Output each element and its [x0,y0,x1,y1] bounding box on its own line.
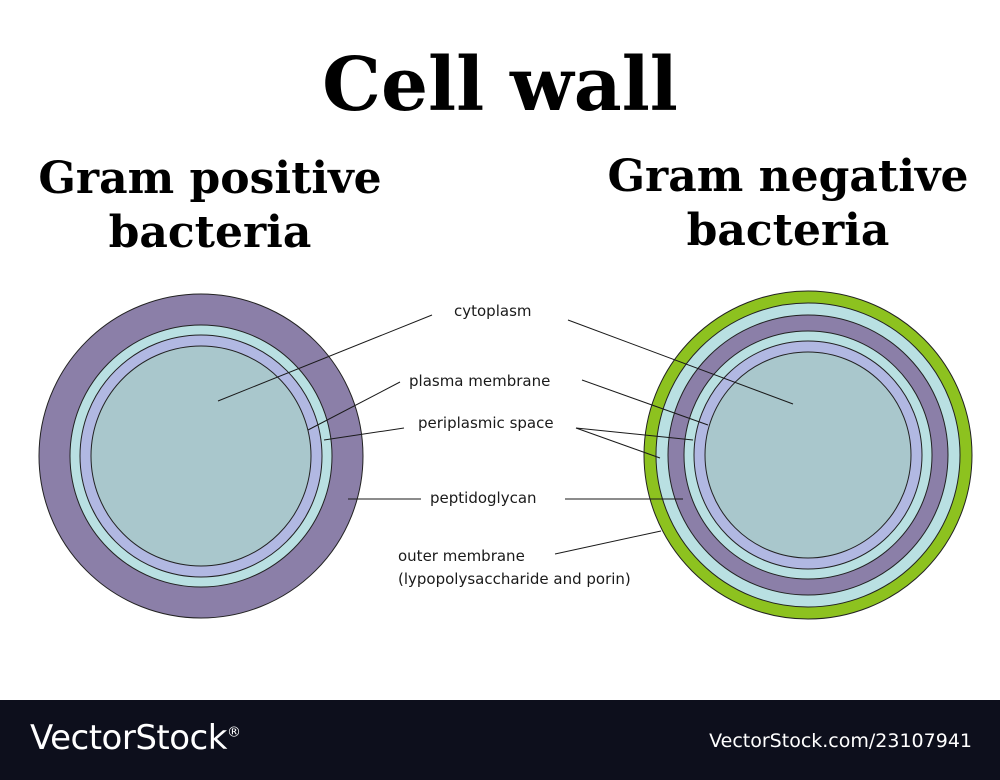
label-outer-membrane: outer membrane [398,547,525,565]
brand-name: VectorStock [30,718,227,758]
image-id: VectorStock.com/23107941 [709,730,972,752]
cytoplasm-leader-right [567,319,794,405]
diagram-title: Cell wall [322,42,678,128]
label-periplasmic-space: periplasmic space [418,414,554,432]
periplasmic-leader-right-2 [575,427,661,459]
plasma-membrane-leader-right [581,379,709,426]
gn-cytoplasm [704,351,912,559]
gram-negative-cell [643,290,973,620]
gp-cytoplasm [90,345,312,567]
gram-negative-heading-line2: bacteria [686,205,890,256]
gram-positive-heading-line2: bacteria [108,207,312,258]
leader-lines [217,314,794,555]
brand-logo: VectorStock® [30,718,241,758]
label-outer-membrane-detail: (lypopolysaccharide and porin) [398,570,631,588]
periplasmic-leader-left [323,427,405,441]
gram-positive-heading: Gram positive bacteria [0,152,420,260]
registered-mark: ® [226,724,241,741]
gram-negative-heading: Gram negative bacteria [578,150,998,258]
cytoplasm-leader-left [217,314,433,402]
label-plasma-membrane: plasma membrane [409,372,550,390]
cell-wall-diagram: cytoplasm plasma membrane periplasmic sp… [38,290,973,620]
watermark-footer: VectorStock® VectorStock.com/23107941 [0,700,1000,780]
label-peptidoglycan: peptidoglycan [430,489,537,507]
gram-positive-cell [38,293,364,619]
gram-negative-heading-line1: Gram negative [607,151,969,202]
periplasmic-leader-right-1 [575,427,694,441]
outer-membrane-leader [554,530,662,555]
gram-positive-heading-line1: Gram positive [38,153,382,204]
plasma-membrane-leader-left [307,381,401,431]
label-cytoplasm: cytoplasm [454,302,532,320]
